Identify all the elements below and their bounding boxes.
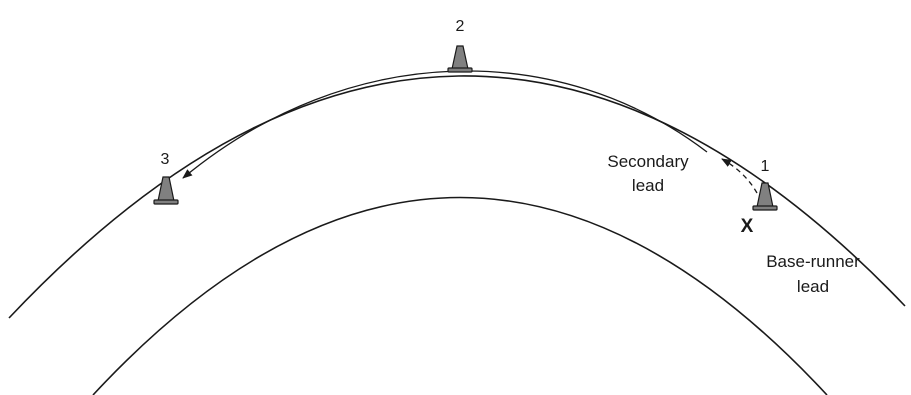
inner-infield-arc <box>92 196 828 395</box>
secondary-lead-dashed-arrow <box>721 158 758 194</box>
outer-base-path-arc <box>8 75 906 319</box>
secondary-lead-label-line1: Secondary <box>607 152 689 171</box>
cone-2-icon <box>447 45 473 73</box>
cone-3-label: 3 <box>161 151 170 168</box>
cone-1-label: 1 <box>761 158 770 175</box>
baserunner-lead-label-line1: Base-runner <box>766 252 860 271</box>
secondary-lead-label-line2: lead <box>632 176 664 195</box>
cone-2-label: 2 <box>456 18 465 35</box>
baserunner-lead-label-line2: lead <box>797 277 829 296</box>
runner-x-mark: X <box>741 216 754 237</box>
cone-1-icon <box>752 182 778 211</box>
cone-3-icon <box>153 176 179 205</box>
